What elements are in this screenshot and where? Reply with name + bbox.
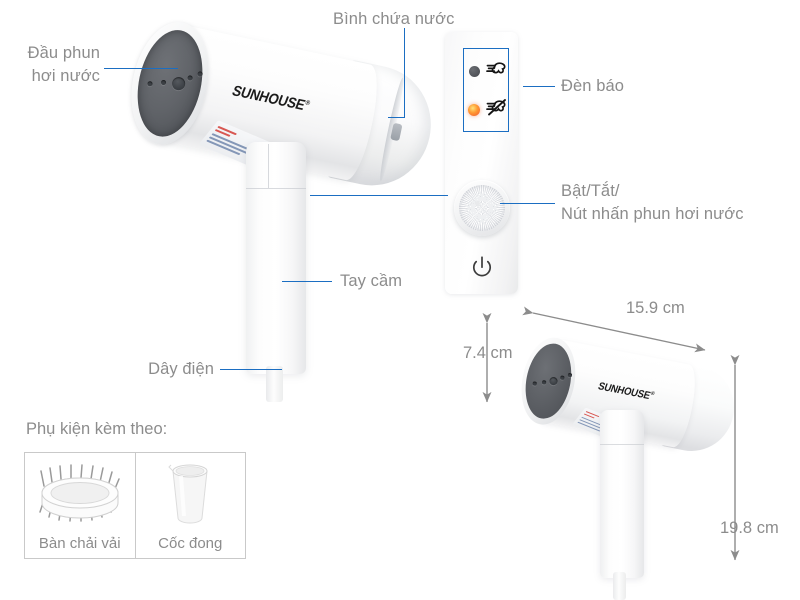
handle-small bbox=[600, 410, 644, 578]
callout-handle: Tay cầm bbox=[340, 272, 403, 290]
leader-line-tank-v bbox=[404, 28, 405, 118]
dimension-length: 19.8 cm bbox=[720, 519, 779, 537]
handle-seam bbox=[246, 188, 306, 189]
button-center bbox=[475, 201, 480, 206]
control-panel bbox=[445, 32, 518, 294]
nozzle-hole bbox=[147, 80, 153, 87]
leader-line-tank-h bbox=[388, 117, 405, 118]
steam-trigger-button[interactable] bbox=[454, 180, 510, 236]
accessory-fabric-brush: Bàn chải vải bbox=[25, 453, 135, 558]
nozzle-hole bbox=[197, 70, 204, 77]
leader-line-cord bbox=[220, 369, 282, 370]
handle-ridge bbox=[268, 144, 269, 188]
measuring-cup-icon bbox=[168, 464, 208, 523]
measuring-cup-image bbox=[136, 453, 246, 532]
fabric-brush-image bbox=[25, 453, 135, 532]
nozzle-hole bbox=[187, 74, 194, 81]
nozzle-hole bbox=[160, 79, 167, 86]
leader-line-nozzle bbox=[104, 68, 178, 69]
callout-power-cord: Dây điện bbox=[148, 360, 214, 378]
leader-line-power-right bbox=[500, 203, 555, 204]
power-icon bbox=[472, 256, 492, 277]
nozzle-hole-main bbox=[170, 75, 187, 92]
dimension-width: 15.9 cm bbox=[626, 299, 685, 317]
fabric-brush-icon bbox=[39, 464, 120, 522]
indicator-lights-group bbox=[463, 48, 509, 132]
steam-icon bbox=[486, 62, 506, 74]
leader-line-handle bbox=[282, 281, 332, 282]
leader-line-power-left bbox=[310, 195, 448, 196]
main-product-illustration: SUNHOUSE® bbox=[108, 4, 442, 402]
accessory-measuring-cup: Cốc đong bbox=[134, 453, 246, 558]
steam-off-icon bbox=[486, 99, 506, 116]
no-water-indicator bbox=[464, 94, 508, 128]
handle bbox=[246, 142, 306, 374]
callout-power-button: Bật/Tắt/ Nút nhấn phun hơi nước bbox=[561, 182, 744, 224]
accessories-title: Phụ kiện kèm theo: bbox=[26, 420, 168, 438]
dimension-arrows bbox=[482, 306, 740, 561]
steam-ready-indicator bbox=[464, 55, 508, 89]
fabric-brush-label: Bàn chải vải bbox=[38, 535, 121, 552]
dimension-illustration: SUNHOUSE® bbox=[505, 310, 765, 600]
dimension-height: 7.4 cm bbox=[463, 344, 513, 362]
power-cord-small bbox=[613, 572, 626, 600]
callout-water-tank: Bình chứa nước bbox=[333, 10, 455, 28]
button-face bbox=[459, 185, 505, 231]
callout-indicator-lights: Đèn báo bbox=[561, 77, 625, 95]
measuring-cup-label: Cốc đong bbox=[158, 535, 223, 552]
callout-nozzle: Đầu phun hơi nước bbox=[27, 44, 100, 86]
power-cord bbox=[266, 366, 283, 402]
steam-ready-led bbox=[469, 66, 480, 77]
no-water-led bbox=[468, 104, 480, 116]
handle-seam-small bbox=[600, 444, 644, 445]
leader-line-lamp bbox=[523, 86, 555, 87]
accessories-box: Bàn chải vải Cốc đong bbox=[24, 452, 246, 559]
